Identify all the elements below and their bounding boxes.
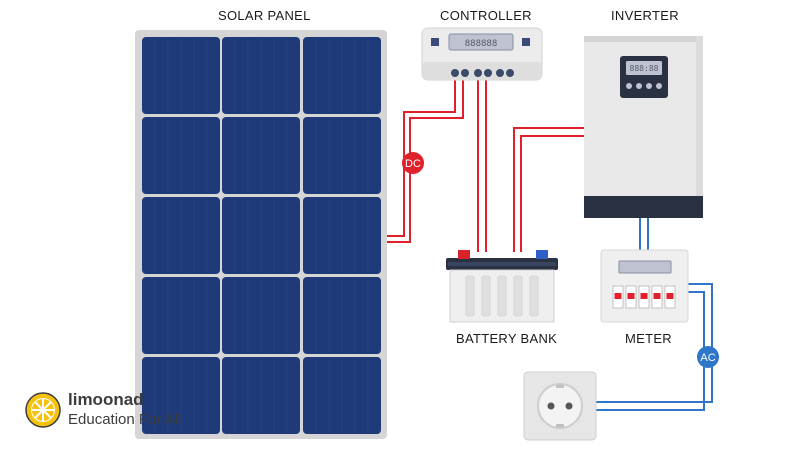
battery [446,250,558,323]
controller-display [448,33,514,51]
ac-badge-label: AC [700,352,715,364]
dc-wire-battery-inverter-1 [513,127,584,252]
outlet-hole-left [547,402,555,410]
controller-display-text: 888888 [465,39,498,49]
dc-wire-panel-controller-1 [384,80,456,237]
inverter-bottom-band [584,196,703,218]
meter-breaker-switch [614,293,622,299]
dc-badge-label: DC [405,158,421,170]
outlet-ground-bottom [556,424,564,427]
inverter-button-3 [646,83,652,89]
dc-badge-circle [402,152,424,174]
battery-ribs [465,275,539,317]
controller-indicator-right [522,38,530,46]
meter-breaker-switch [653,293,661,299]
inverter-top-band [584,36,703,42]
outlet-hole-right [565,402,573,410]
dc-wires [384,80,584,252]
battery-bank-label: BATTERY BANK [456,331,558,346]
brand-logo: limoonad Education For All [24,386,194,434]
ac-badge: AC [697,346,719,368]
inverter-button-2 [636,83,642,89]
inverter-side-shade [696,36,703,196]
controller-terminal [484,69,492,77]
brand-tagline: Education For All [68,411,182,428]
controller-terminal [496,69,504,77]
outlet-ground-top [556,385,564,388]
charge-controller: 888888 [421,27,543,81]
battery-rib [465,275,475,317]
controller-terminal [451,69,459,77]
wall-outlet [523,371,597,441]
battery-rib [497,275,507,317]
meter-label: METER [625,331,672,346]
battery-top-strip [448,262,556,266]
controller-terminal [474,69,482,77]
inverter-button-1 [626,83,632,89]
solar-panel-cells [142,37,381,434]
meter-breaker-switch [666,293,674,299]
dc-wire-battery-inverter-2 [520,135,584,252]
meter-breaker-switch [640,293,648,299]
inverter: 888:88 [584,36,703,218]
solar-panel-label: SOLAR PANEL [218,8,311,23]
solar-panel [135,30,387,439]
outlet-socket [537,383,583,429]
meter [600,249,689,323]
inverter-display [626,61,662,75]
controller-terminal [506,69,514,77]
brand-name: limoonad [68,390,144,409]
battery-terminal-negative [458,250,470,259]
controller-terminal [461,69,469,77]
meter-breakers [612,285,676,309]
inverter-label: INVERTER [611,8,679,23]
controller-label: CONTROLLER [440,8,532,23]
inverter-button-4 [656,83,662,89]
controller-lower-band [422,62,542,80]
battery-rib [481,275,491,317]
battery-terminal-positive [536,250,548,259]
ac-badge-circle [697,346,719,368]
inverter-display-text: 888:88 [630,64,659,73]
battery-rib [529,275,539,317]
ac-wire-meter-outlet-1 [596,283,713,403]
meter-breaker-switch [627,293,635,299]
meter-display [618,260,672,274]
controller-terminals [451,69,514,77]
lemon-logo-icon [25,392,61,428]
battery-rib [513,275,523,317]
dc-badge: DC [402,152,424,174]
controller-indicator-left [431,38,439,46]
dc-wire-panel-controller-2 [384,80,464,243]
